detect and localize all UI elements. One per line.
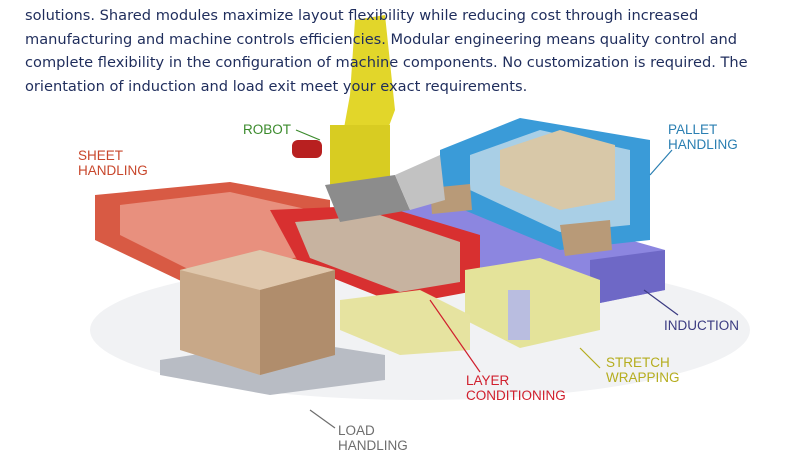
label-line: LOAD: [338, 423, 375, 438]
label-line: CONDITIONING: [466, 388, 566, 403]
robot-gripper: [325, 175, 410, 222]
label-line: PALLET: [668, 122, 718, 137]
label-line: HANDLING: [668, 137, 738, 152]
label-pallet-handling: PALLET HANDLING: [668, 122, 738, 152]
label-line: INDUCTION: [664, 318, 739, 333]
label-sheet-handling: SHEET HANDLING: [78, 148, 148, 178]
label-layer-conditioning: LAYER CONDITIONING: [466, 373, 566, 403]
label-line: WRAPPING: [606, 370, 680, 385]
label-robot-text: ROBOT: [243, 122, 292, 137]
label-induction: INDUCTION: [664, 318, 739, 333]
label-line: STRETCH: [606, 355, 670, 370]
label-robot: ROBOT: [243, 122, 291, 137]
film-roll: [508, 290, 530, 340]
label-line: HANDLING: [338, 438, 408, 453]
description-paragraph: solutions. Shared modules maximize layou…: [25, 7, 748, 95]
label-line: HANDLING: [78, 163, 148, 178]
pallet-stack: [500, 130, 615, 210]
label-line: SHEET: [78, 148, 124, 163]
label-stretch-wrapping: STRETCH WRAPPING: [606, 355, 680, 385]
label-load-handling: LOAD HANDLING: [338, 423, 408, 453]
stretch-wrapper: [465, 258, 600, 348]
label-line: LAYER: [466, 373, 510, 388]
robot-arm: [340, 15, 395, 150]
box: [560, 220, 612, 256]
robot-motor: [292, 140, 322, 158]
